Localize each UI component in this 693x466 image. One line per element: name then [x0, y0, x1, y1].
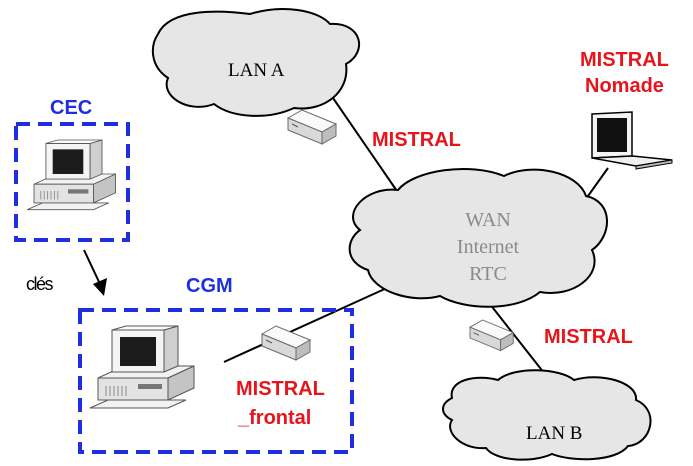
lan-a-label: LAN A [228, 60, 285, 81]
link-lan-a-wan [321, 81, 411, 211]
mistral-nomade-label-1: MISTRAL [580, 49, 669, 71]
internet-label: Internet [457, 236, 520, 258]
lan-b-label: LAN B [526, 423, 582, 444]
keys-label: clés [26, 274, 54, 294]
lan-b-cloud [442, 369, 652, 461]
mistral-right-label: MISTRAL [544, 326, 633, 348]
wan-label: WAN [465, 209, 511, 231]
lan-a-cloud [151, 8, 361, 117]
cec-desktop-icon [26, 139, 117, 211]
mistral-frontal-label-1: MISTRAL [236, 378, 325, 400]
cec-label: CEC [50, 97, 92, 119]
keys-arrow [83, 249, 101, 285]
link-wan-lan-b [481, 293, 549, 379]
cgm-group-box [78, 308, 354, 454]
laptop-icon [591, 111, 673, 170]
keys-arrow-head [93, 278, 107, 296]
mistral-frontal-device [261, 325, 311, 361]
mistral-device-top [287, 109, 337, 145]
cec-group-box [14, 122, 130, 242]
link-wan-nomade [587, 167, 609, 197]
mistral-nomade-label-2: Nomade [585, 75, 664, 97]
cgm-label: CGM [186, 275, 233, 297]
cgm-desktop-icon [89, 325, 195, 409]
mistral-frontal-label-2: _frontal [237, 407, 311, 429]
wan-cloud [348, 167, 608, 308]
rtc-label: RTC [469, 263, 507, 285]
mistral-top-label: MISTRAL [372, 129, 461, 151]
link-wan-frontal [223, 281, 401, 363]
